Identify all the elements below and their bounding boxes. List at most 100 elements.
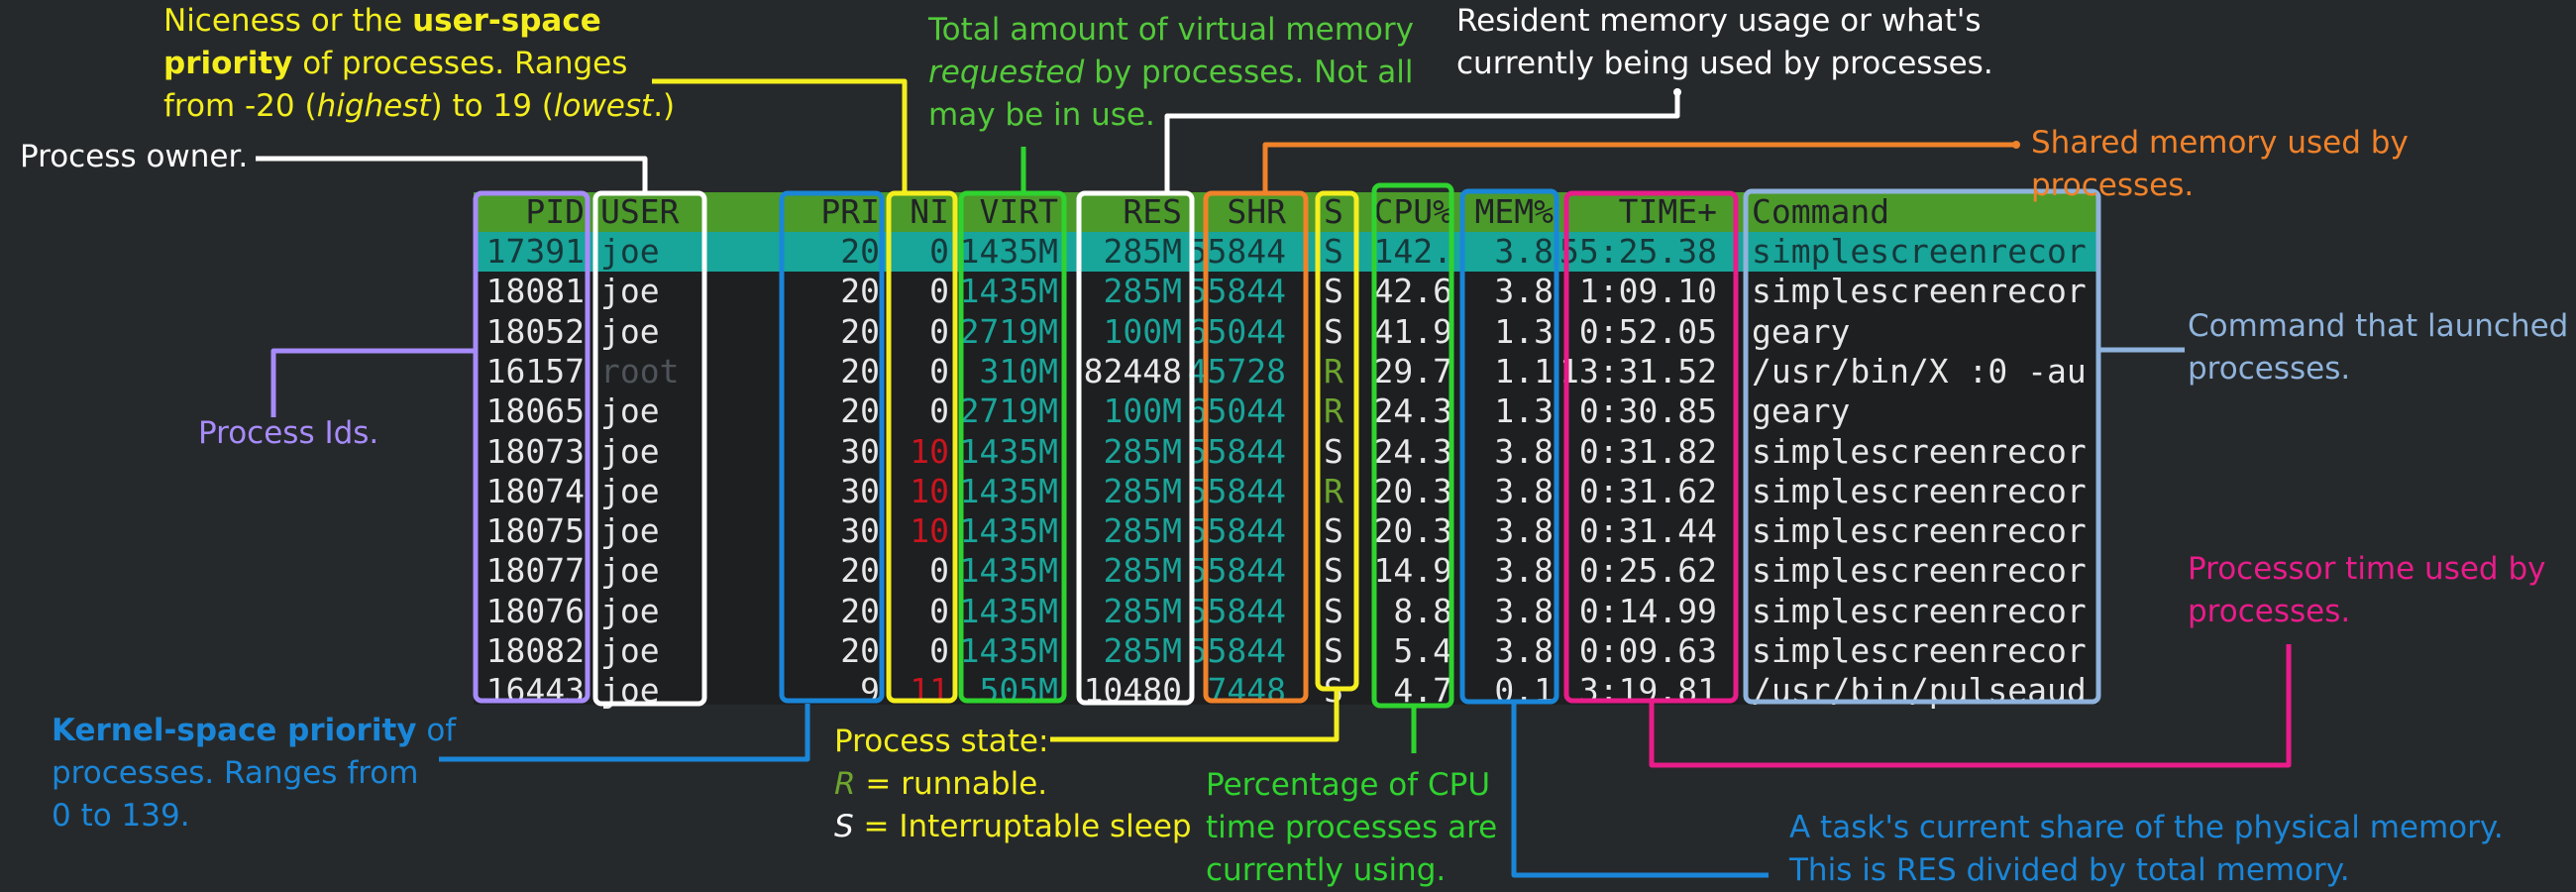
- htop-process-table: PID USER PRI NI VIRT RES SHR S CPU% MEM%…: [474, 192, 2098, 710]
- cell-res: 285M: [1103, 272, 1182, 311]
- cell-cpu: 20.3: [1373, 511, 1452, 551]
- cell-shr: 7448: [1207, 671, 1286, 711]
- state-label: Process state: R = runnable. S = Interru…: [834, 724, 1192, 844]
- cell-state: S: [1324, 232, 1343, 271]
- cell-res: 100M: [1103, 311, 1182, 351]
- owner-leader-line: [256, 156, 648, 193]
- cell-command: /usr/bin/X :0 -au: [1752, 351, 2087, 390]
- cell-ni: 0: [929, 551, 949, 591]
- cell-state: R: [1324, 471, 1343, 510]
- cell-cpu: 24.3: [1373, 431, 1452, 471]
- shr-column-box: [1203, 190, 1309, 704]
- res-leader-dot: [1673, 88, 1681, 96]
- command-label: Command that launched processes.: [2188, 308, 2569, 387]
- cell-res: 82448: [1083, 351, 1182, 390]
- cell-time: 0:31.44: [1578, 511, 1717, 551]
- cell-pid: 18082: [485, 631, 585, 670]
- cell-cpu: 41.9: [1373, 311, 1452, 351]
- header-virt: VIRT: [979, 192, 1058, 231]
- cell-mem: 1.3: [1494, 311, 1554, 351]
- cell-ni: 10: [910, 431, 949, 471]
- cell-virt: 2719M: [959, 391, 1058, 431]
- cell-command: simplescreenrecor: [1752, 511, 2087, 551]
- cell-time: 0:14.99: [1578, 591, 1717, 630]
- kernel-priority-label: Kernel-space priority of processes. Rang…: [52, 713, 457, 834]
- cell-command: simplescreenrecor: [1752, 471, 2087, 510]
- cell-user: joe: [600, 391, 660, 431]
- header-ni: NI: [910, 192, 949, 231]
- cell-mem: 3.8: [1494, 471, 1554, 510]
- cell-mem: 3.8: [1494, 591, 1554, 630]
- cell-mem: 3.8: [1494, 272, 1554, 311]
- cell-pri: 30: [840, 511, 880, 551]
- cell-ni: 11: [910, 671, 949, 711]
- cell-user: joe: [600, 272, 660, 311]
- cell-ni: 0: [929, 631, 949, 670]
- cell-mem: 1.3: [1494, 391, 1554, 431]
- pid-leader-line: [270, 348, 476, 417]
- cell-ni: 0: [929, 272, 949, 311]
- cell-command: simplescreenrecor: [1752, 631, 2087, 670]
- cell-pri: 20: [840, 351, 880, 390]
- mem-leader-line: [1511, 702, 1769, 878]
- header-shr: SHR: [1227, 192, 1286, 231]
- cell-virt: 505M: [979, 671, 1058, 711]
- cell-user: joe: [600, 511, 660, 551]
- cell-ni: 10: [910, 511, 949, 551]
- cell-pri: 20: [840, 551, 880, 591]
- cell-cpu: 5.4: [1393, 631, 1452, 670]
- cell-virt: 1435M: [959, 551, 1058, 591]
- niceness-label: Niceness or the user-space priority of p…: [163, 3, 676, 124]
- mem-label: A task's current share of the physical m…: [1789, 810, 2504, 888]
- cell-virt: 310M: [979, 351, 1058, 390]
- cell-res: 285M: [1103, 232, 1182, 271]
- cell-user: joe: [600, 471, 660, 510]
- cell-cpu: 20.3: [1373, 471, 1452, 510]
- pri-column-box: [779, 190, 885, 704]
- cell-virt: 1435M: [959, 232, 1058, 271]
- cell-ni: 0: [929, 232, 949, 271]
- cell-virt: 1435M: [959, 471, 1058, 510]
- cell-pid: 16443: [485, 671, 585, 711]
- cell-command: simplescreenrecor: [1752, 591, 2087, 630]
- cell-state: S: [1324, 631, 1343, 670]
- cell-command: simplescreenrecor: [1752, 551, 2087, 591]
- cell-state: R: [1324, 351, 1343, 390]
- cell-res: 285M: [1103, 511, 1182, 551]
- cell-virt: 1435M: [959, 631, 1058, 670]
- cell-time: 1:09.10: [1578, 272, 1717, 311]
- cell-pid: 18076: [485, 591, 585, 630]
- cell-virt: 2719M: [959, 311, 1058, 351]
- cell-user: joe: [600, 232, 660, 271]
- cell-pri: 30: [840, 431, 880, 471]
- cell-time: 0:09.63: [1578, 631, 1717, 670]
- cell-state: S: [1324, 311, 1343, 351]
- cell-pri: 30: [840, 471, 880, 510]
- cell-command: simplescreenrecor: [1752, 232, 2087, 271]
- header-cpu: CPU%: [1373, 192, 1452, 231]
- cell-pid: 18065: [485, 391, 585, 431]
- res-label: Resident memory usage or what's currentl…: [1456, 3, 1993, 81]
- cell-state: R: [1324, 391, 1343, 431]
- cell-res: 285M: [1103, 471, 1182, 510]
- pids-label: Process Ids.: [198, 415, 379, 451]
- cell-time: 55:25.38: [1559, 232, 1717, 271]
- cell-mem: 3.8: [1494, 631, 1554, 670]
- cell-state: S: [1324, 272, 1343, 311]
- shared-leader-dot: [2012, 141, 2020, 149]
- cell-cpu: 24.3: [1373, 391, 1452, 431]
- shared-leader-line: [1262, 142, 2016, 193]
- time-leader-line: [1649, 644, 2292, 768]
- processor-time-label: Processor time used by processes.: [2188, 551, 2546, 629]
- cell-user: joe: [600, 631, 660, 670]
- cell-user: root: [600, 351, 680, 390]
- cell-state: S: [1324, 551, 1343, 591]
- cell-mem: 3.8: [1494, 232, 1554, 271]
